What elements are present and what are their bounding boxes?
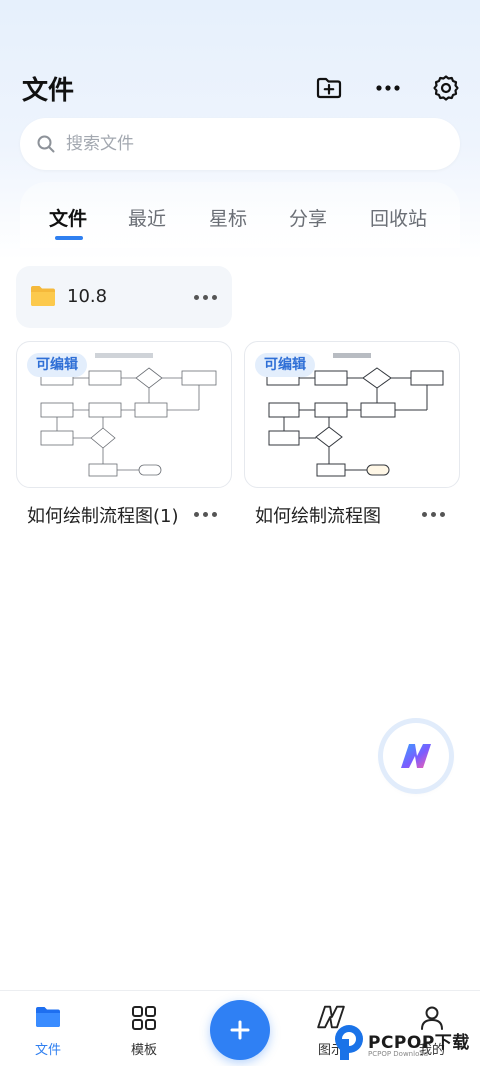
watermark-logo-icon (335, 1025, 363, 1060)
search-input[interactable] (66, 134, 426, 154)
file-card[interactable]: 可编辑 (16, 341, 232, 488)
search-bar[interactable] (20, 118, 460, 170)
settings-button[interactable] (428, 70, 464, 106)
new-folder-button[interactable] (311, 70, 347, 106)
watermark-subtext: PCPOP Download (368, 1050, 429, 1058)
watermark-text: PCPOP下载 (368, 1033, 470, 1053)
page-title: 文件 (22, 76, 75, 106)
editable-badge: 可编辑 (255, 353, 315, 377)
new-folder-icon (316, 77, 342, 99)
tab-bar: 文件 最近 星标 分享 回收站 (20, 182, 460, 248)
folder-icon (31, 286, 55, 306)
user-icon (421, 1006, 443, 1030)
file-more-button[interactable] (422, 512, 445, 517)
folder-icon (36, 1007, 60, 1027)
file-name: 如何绘制流程图(1) (27, 506, 179, 527)
add-button[interactable] (210, 1000, 270, 1060)
nav-files-label: 文件 (34, 1043, 61, 1058)
active-tab-indicator (55, 236, 83, 240)
watermark: PCPOP下载 PCPOP Download (330, 1020, 480, 1066)
nav-templates-label: 模板 (130, 1043, 157, 1058)
nav-mine-label: 我的 (418, 1043, 445, 1058)
nav-mine[interactable]: 我的 (397, 991, 467, 1066)
ai-assistant-button[interactable] (383, 723, 449, 789)
editable-badge: 可编辑 (27, 353, 87, 377)
tab-shared[interactable]: 分享 (289, 208, 328, 230)
tab-starred[interactable]: 星标 (209, 208, 248, 230)
folder-item[interactable]: 10.8 (16, 266, 232, 328)
more-horizontal-icon (376, 85, 400, 91)
search-icon (37, 135, 55, 153)
grid-icon (132, 1006, 156, 1030)
file-name: 如何绘制流程图 (255, 506, 381, 527)
file-more-button[interactable] (194, 512, 217, 517)
tab-trash[interactable]: 回收站 (370, 208, 428, 230)
folder-more-button[interactable] (194, 295, 217, 300)
gear-icon (433, 75, 459, 101)
plus-icon (230, 1020, 250, 1040)
ai-logo-icon (317, 1005, 345, 1029)
nav-files[interactable]: 文件 (13, 991, 83, 1066)
more-button[interactable] (370, 70, 406, 106)
file-card[interactable]: 可编辑 (244, 341, 460, 488)
tab-recent[interactable]: 最近 (128, 208, 167, 230)
flowchart-thumbnail (266, 353, 444, 477)
nav-templates[interactable]: 模板 (109, 991, 179, 1066)
folder-name: 10.8 (67, 286, 108, 307)
ai-logo-icon (401, 744, 431, 768)
flowchart-thumbnail (40, 353, 217, 477)
app-header: 文件 (0, 62, 480, 114)
tab-files[interactable]: 文件 (49, 208, 88, 230)
